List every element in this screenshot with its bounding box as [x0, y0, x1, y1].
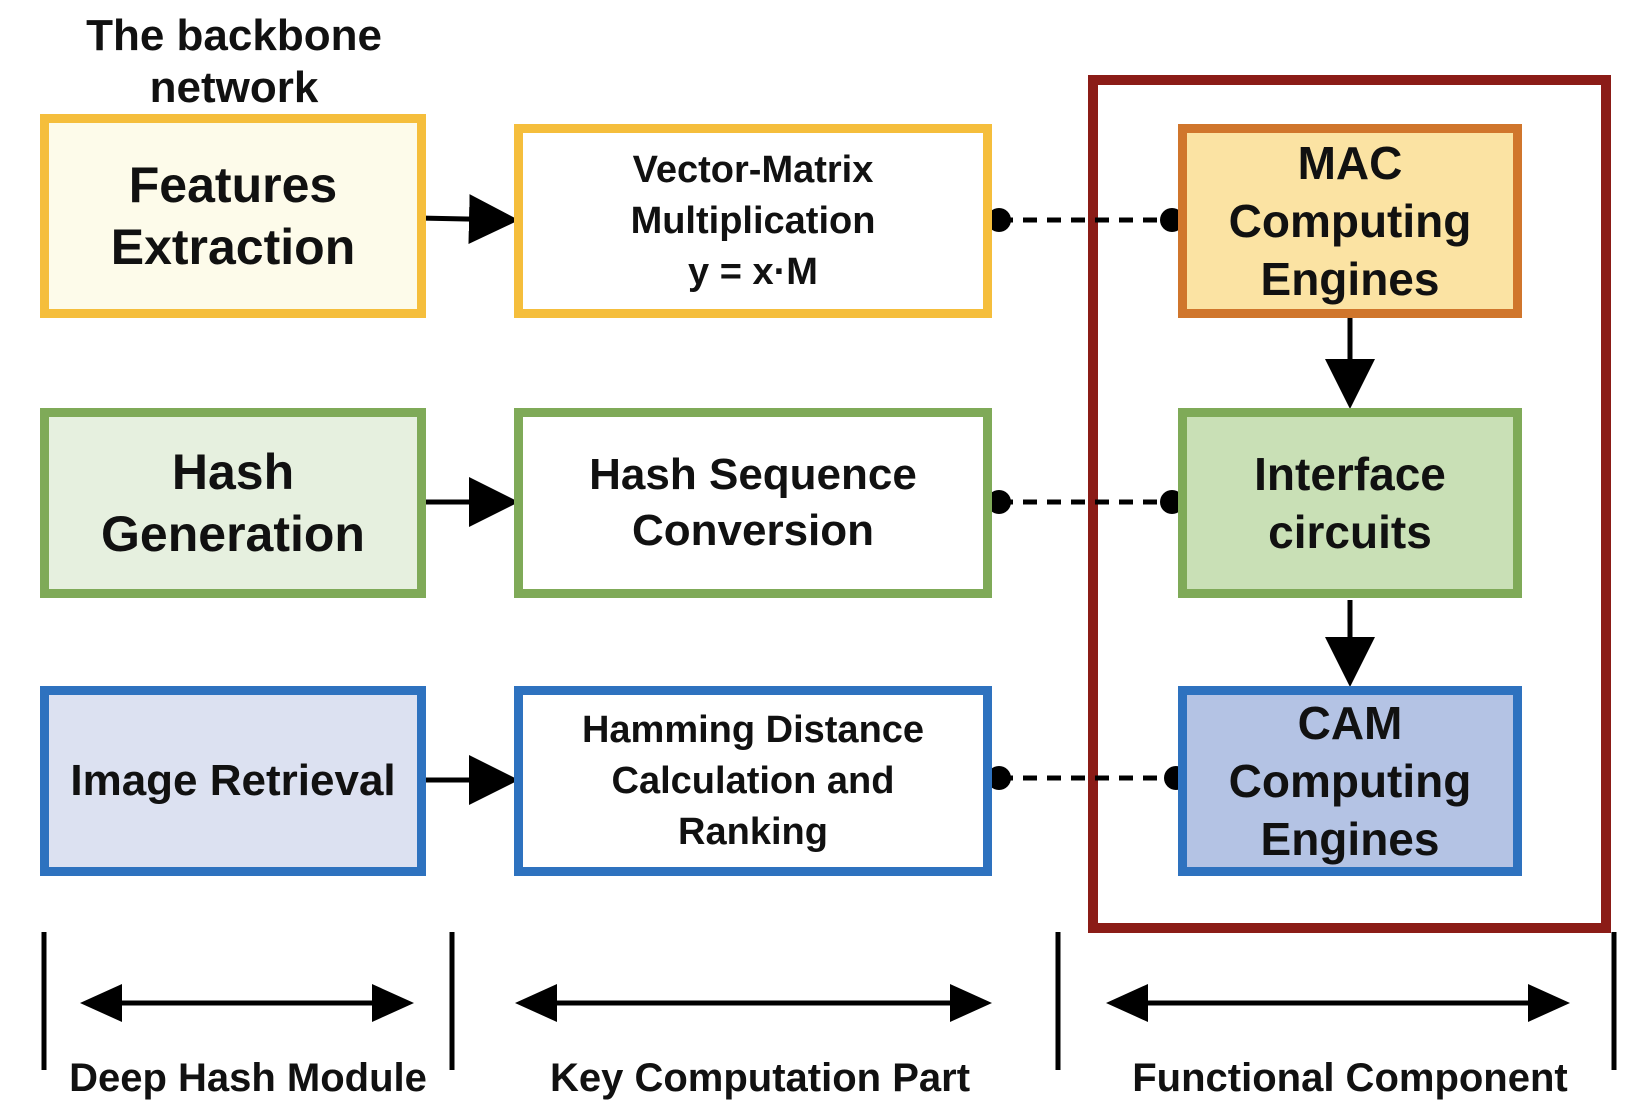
- vector-matrix-multiplication-label: Vector-Matrix Multiplication y = x·M: [630, 148, 876, 293]
- mac-computing-engines-box: MAC Computing Engines: [1178, 124, 1522, 318]
- section-label-key-computation-part: Key Computation Part: [549, 1056, 971, 1100]
- hash-sequence-conversion-box: Hash Sequence Conversion: [514, 408, 992, 598]
- dotted-connector-vmm-mac: [987, 208, 1184, 232]
- span-arrow-deep-hash: [80, 984, 414, 1022]
- backbone-network-title: The backbone network: [86, 11, 382, 112]
- cam-computing-engines-label: CAM Computing Engines: [1228, 697, 1472, 865]
- interface-circuits-box: Interface circuits: [1178, 408, 1522, 598]
- interface-circuits-label: Interface circuits: [1254, 448, 1446, 558]
- hash-sequence-conversion-label: Hash Sequence Conversion: [589, 450, 917, 555]
- section-label-functional-component: Functional Component: [1132, 1056, 1568, 1100]
- hamming-distance-label: Hamming Distance Calculation and Ranking: [581, 708, 925, 853]
- vector-matrix-multiplication-box: Vector-Matrix Multiplication y = x·M: [514, 124, 992, 318]
- dotted-connector-hashseq-interface: [987, 490, 1184, 514]
- mac-computing-engines-label: MAC Computing Engines: [1228, 137, 1472, 305]
- hash-generation-box: Hash Generation: [40, 408, 426, 598]
- image-retrieval-label: Image Retrieval: [70, 756, 396, 805]
- features-extraction-label: Features Extraction: [110, 157, 356, 275]
- hamming-distance-box: Hamming Distance Calculation and Ranking: [514, 686, 992, 876]
- dotted-connector-hamming-cam: [987, 766, 1188, 790]
- span-arrow-key-computation: [515, 984, 992, 1022]
- features-extraction-box: Features Extraction: [40, 114, 426, 318]
- span-arrow-functional: [1106, 984, 1570, 1022]
- functional-component-frame: [1088, 75, 1611, 933]
- arrow-features-to-vmm: [417, 194, 519, 245]
- cam-computing-engines-box: CAM Computing Engines: [1178, 686, 1522, 876]
- image-retrieval-box: Image Retrieval: [40, 686, 426, 876]
- hash-generation-label: Hash Generation: [101, 444, 365, 562]
- section-label-deep-hash-module: Deep Hash Module: [69, 1056, 427, 1100]
